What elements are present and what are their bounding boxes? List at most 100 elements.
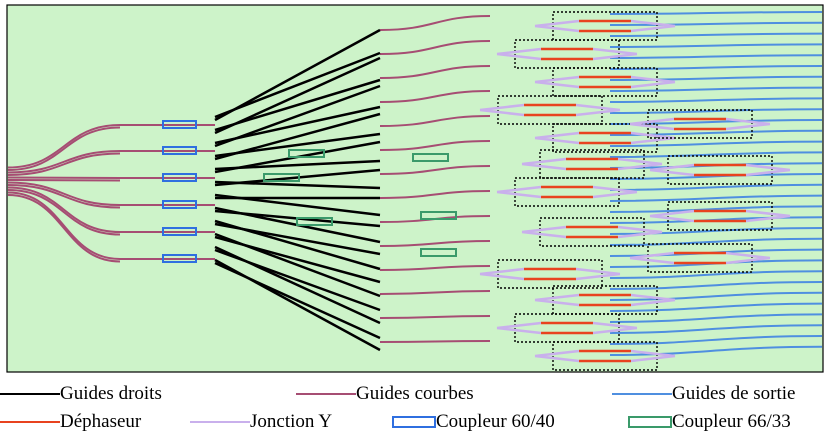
y-junction [592,321,638,335]
output-guide [609,108,823,114]
y-junction [630,19,676,33]
photonic-circuit-diagram [6,4,824,373]
mzi-cell-box [647,243,753,273]
output-guide [609,194,823,202]
output-guide [609,32,823,37]
legend-straight-guides: Guides droits [0,382,162,406]
output-guide [609,324,823,334]
straight-guide [214,78,381,132]
mzi-cell-box [514,177,620,207]
y-junction [630,349,676,363]
y-junction [629,117,675,131]
coupler-66-33-group [263,149,457,257]
straight-guide [214,132,381,158]
legend-output-swatch [612,393,672,395]
output-guide [609,151,823,158]
y-junction [649,163,695,177]
input-bend-guide [7,126,121,171]
legend-coupler-66-33-swatch [628,416,672,428]
legend-coupler-66-33-label: Coupleur 66/33 [672,411,791,432]
coupler-60-40 [162,254,197,263]
legend-output-label: Guides de sortie [672,383,796,404]
coupler-66-33 [296,217,333,226]
y-junction [592,185,638,199]
coupler-60-40 [162,227,197,236]
legend-coupler-60-40-label: Coupleur 60/40 [436,411,555,432]
y-junction [575,267,621,281]
stage2-bend-guide [379,165,491,175]
mzi-cell-box [539,217,645,247]
stage2-bend-guide [379,40,491,55]
y-junction [521,225,567,239]
straight-guide [214,159,381,171]
input-bend-guide [7,124,121,169]
output-guide [609,313,823,323]
y-junction [592,47,638,61]
coupler-60-40-group [162,120,197,263]
y-junction [725,251,771,265]
mzi-cell-box [497,259,603,289]
y-junction [521,157,567,171]
mzi-cell-box [667,201,773,231]
y-junction [496,321,542,335]
straight-guide [214,235,381,284]
input-bend-guide [7,179,121,182]
coupler-60-40 [162,200,197,209]
coupler-60-40 [162,120,197,129]
output-guide [609,140,823,147]
input-bend-guide [7,186,121,233]
input-bend-guide [7,189,121,236]
output-guide [609,11,823,15]
bent-waveguides [7,15,491,343]
output-guide [609,75,823,81]
legend-phase-shifter: Déphaseur [0,410,141,434]
output-guide [609,345,823,356]
input-bend-guide [7,152,121,176]
stage2-bend-guide [379,290,491,295]
output-guide [609,291,823,301]
input-bend-guide [7,194,121,263]
coupler-60-40 [162,146,197,155]
mzi-cell-box [552,67,658,97]
mzi-cell-box [647,109,753,139]
input-bend-guide [7,176,121,179]
stage2-bend-guide [379,340,491,343]
legend-bent-label: Guides courbes [356,383,474,404]
legend-coupler-60-40-swatch [392,416,436,428]
y-junction [534,131,580,145]
output-guide [609,205,823,213]
coupler-66-33 [420,248,457,257]
y-junction [496,185,542,199]
straight-guide [214,180,381,190]
y-junction [534,293,580,307]
straight-guide [214,222,381,256]
output-guide [609,335,823,345]
y-junction [479,267,525,281]
legend-y-junction: Jonction Y [190,410,332,434]
y-junction [630,75,676,89]
output-guide [609,173,823,180]
straight-guide [214,248,381,312]
output-guide [609,86,823,92]
output-guide [609,43,823,48]
output-guide [609,54,823,59]
legend-junction-label: Jonction Y [250,411,333,432]
y-junction [649,209,695,223]
output-guide [609,65,823,70]
stage2-bend-guide [379,15,491,31]
mzi-cell-box [552,123,658,153]
y-junction [496,47,542,61]
y-junction [575,103,621,117]
coupler-66-33 [412,153,449,162]
y-junction [534,75,580,89]
coupler-66-33 [288,149,325,158]
mzi-cell-box [552,341,658,371]
y-junction [745,209,791,223]
output-guide [609,237,823,246]
output-guide [609,183,823,191]
legend-output-guides: Guides de sortie [612,382,795,406]
mzi-array [479,11,791,371]
input-bend-guide [7,150,121,174]
stage2-bend-guide [379,240,491,247]
stage2-bend-guide [379,190,491,199]
